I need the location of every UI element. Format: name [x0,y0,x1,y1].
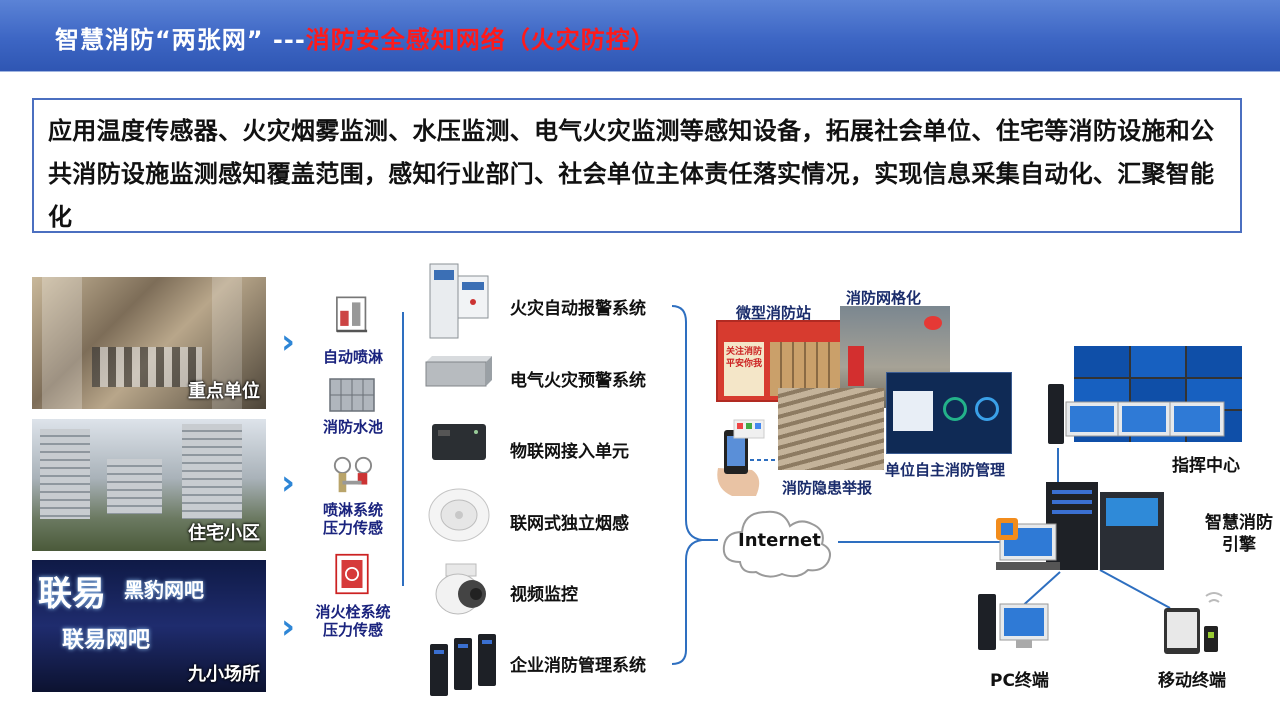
system-label: 视频监控 [510,585,578,605]
atrium-column [42,277,82,409]
electrical-fire-device-icon [425,356,492,387]
self-management-dashboard [886,372,1012,454]
photo-label: 九小场所 [188,664,260,685]
sensor-label: 自动喷淋 [322,348,383,366]
phone-in-hand-icon [717,419,765,496]
enterprise-system-devices-icon [430,634,496,696]
gauge [943,397,967,421]
system-label: 企业消防管理系统 [510,656,646,676]
grid-label: 消防网格化 [846,289,922,307]
fire-alarm-panel-icon [429,263,489,339]
mobile-terminal-label: 移动终端 [1158,671,1226,691]
chevron-right-icon: › [281,463,296,503]
mobile-terminal-icon [1164,592,1223,654]
system-label: 电气火灾预警系统 [510,371,646,391]
description-box: 应用温度传感器、火灾烟雾监测、水压监测、电气火灾监测等感知设备，拓展社会单位、住… [32,98,1242,233]
system-label: 火灾自动报警系统 [510,299,646,319]
water-tank-icon [329,378,375,412]
chevron-right-icon: › [281,322,296,362]
pc-terminal-label: PC终端 [990,671,1049,691]
photo-label: 重点单位 [188,381,260,402]
command-center-label: 指挥中心 [1172,456,1240,476]
internet-label: Internet [738,530,821,551]
atrium-column [212,277,242,409]
cloud-icon [722,510,831,578]
photo-residential: 住宅小区 [32,419,266,551]
hazard-report-label: 消防隐患举报 [782,479,873,497]
hydrant-box-icon [335,553,369,595]
photo-small-venues: 联易 黑豹网吧 联易网吧 九小场所 [32,560,266,692]
station-shelves [770,342,840,396]
dome-camera-icon [435,563,486,615]
building [107,459,162,514]
sprinkler-rack-icon [336,296,368,333]
photo-key-units: 重点单位 [32,277,266,409]
sign-text: 黑豹网吧 [124,578,204,602]
stairway-photo [778,388,884,470]
command-monitors-icon [1048,384,1225,444]
smoke-detector-icon [428,488,490,542]
building [182,424,242,519]
description-text: 应用温度传感器、火灾烟雾监测、水压监测、电气火灾监测等感知设备，拓展社会单位、住… [48,117,1215,231]
server-cluster-icon [996,482,1164,570]
sign-text: 联易 [38,574,106,614]
pc-terminal-icon [978,594,1049,650]
chevron-right-icon: › [281,607,296,647]
system-label: 物联网接入单元 [510,442,629,462]
pressure-gauge-icon [333,456,373,493]
building [40,429,90,519]
gauge [975,397,999,421]
self-management-label: 单位自主消防管理 [885,461,1006,479]
title-white-part: 智慧消防“两张网” --- [55,26,306,54]
atrium-floor-pattern [92,347,202,387]
title-bar: 智慧消防“两张网” ---消防安全感知网络（火灾防控） [0,0,1280,72]
micro-station-label: 微型消防站 [736,304,812,322]
sign-text: 联易网吧 [62,627,151,653]
title-red-part: 消防安全感知网络（火灾防控） [305,26,656,54]
iot-access-unit-icon [432,424,486,460]
connector-line [402,312,404,586]
sensor-label: 喷淋系统 压力传感 [322,501,383,537]
fire-hydrant [848,346,864,386]
engine-label: 智慧消防 引擎 [1205,513,1273,555]
page-title: 智慧消防“两张网” ---消防安全感知网络（火灾防控） [55,20,656,55]
sensor-label: 消防水池 [322,418,383,436]
map-panel [893,391,933,431]
sensor-label: 消火栓系统 压力传感 [315,603,391,639]
photo-label: 住宅小区 [188,523,260,544]
system-label: 联网式独立烟感 [510,514,629,534]
station-sign: 关注消防 平安你我 [724,342,764,396]
helmet [924,316,942,330]
